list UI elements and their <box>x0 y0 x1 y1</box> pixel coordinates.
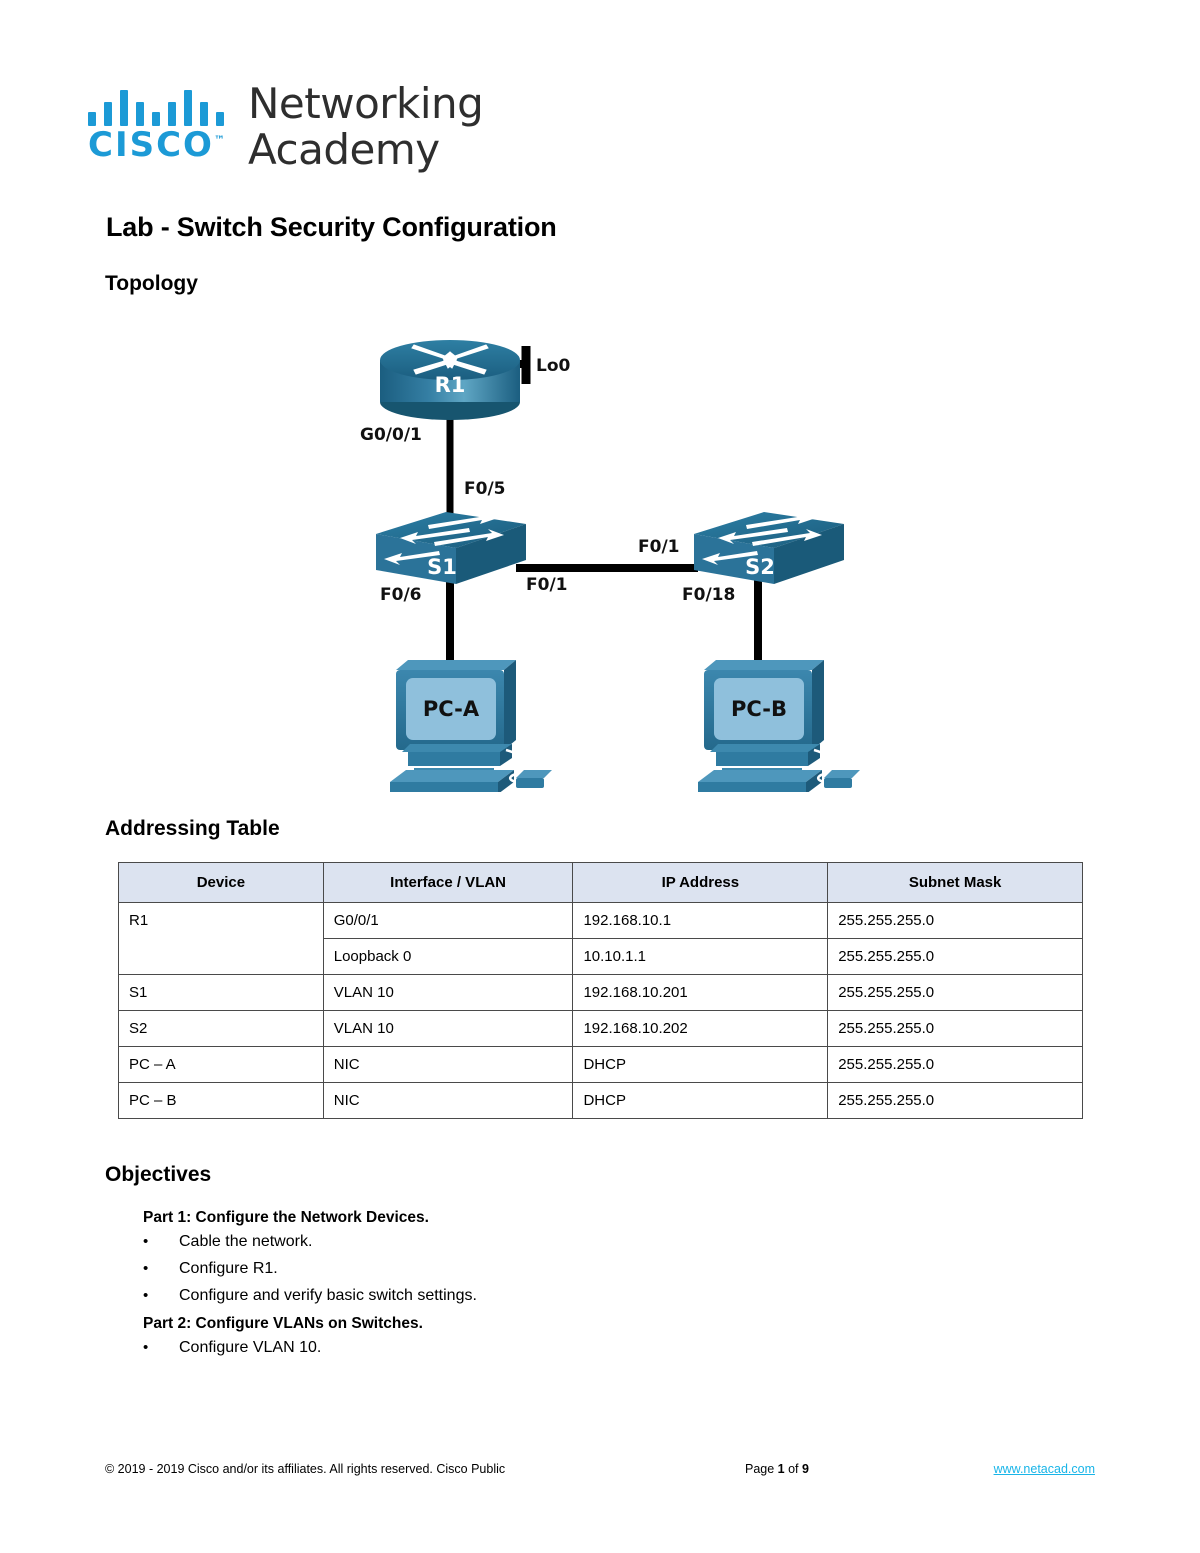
pc-icon-pc-b: PC-B <box>698 660 860 792</box>
bullet-icon: • <box>143 1260 149 1277</box>
page-footer: © 2019 - 2019 Cisco and/or its affiliate… <box>105 1462 1095 1484</box>
list-item-label: Configure VLAN 10. <box>179 1339 322 1356</box>
objectives-heading: Objectives <box>105 1163 212 1186</box>
bullet-icon: • <box>143 1339 149 1356</box>
page-current: 1 <box>777 1462 785 1476</box>
cell-ip: DHCP <box>572 1082 829 1119</box>
link-label-f0-1-s2: F0/1 <box>638 537 679 557</box>
cell-mask: 255.255.255.0 <box>827 1010 1083 1047</box>
cell-interface: VLAN 10 <box>322 974 574 1011</box>
switch-label-s1: S1 <box>427 555 457 579</box>
cell-device: S2 <box>118 1010 324 1047</box>
list-item-label: Cable the network. <box>179 1233 313 1250</box>
cell-device <box>118 938 324 975</box>
addressing-table-heading: Addressing Table <box>105 817 280 840</box>
cell-ip: 192.168.10.1 <box>572 902 829 939</box>
router-label-r1: R1 <box>435 373 466 397</box>
link-label-g0-0-1: G0/0/1 <box>360 425 422 445</box>
cisco-wordmark: CISCO™ <box>88 128 225 162</box>
table-row: PC – B NIC DHCP 255.255.255.0 <box>118 1082 1083 1119</box>
cell-interface: NIC <box>322 1046 574 1083</box>
cell-ip: DHCP <box>572 1046 829 1083</box>
cell-mask: 255.255.255.0 <box>827 902 1083 939</box>
cell-ip: 192.168.10.202 <box>572 1010 829 1047</box>
list-item-label: Configure and verify basic switch settin… <box>179 1287 477 1304</box>
cell-device: R1 <box>118 902 324 939</box>
page-prefix: Page <box>745 1462 778 1476</box>
column-header-device: Device <box>118 862 324 903</box>
topology-diagram: R1 Lo0 G0/0/1 F0/5 S1 F0/6 F0/1 F0/1 <box>330 312 890 792</box>
objectives-part-2-heading: Part 2: Configure VLANs on Switches. <box>143 1315 423 1332</box>
bullet-icon: • <box>143 1233 149 1250</box>
router-icon-r1: R1 <box>380 340 520 420</box>
netacad-link[interactable]: www.netacad.com <box>993 1462 1095 1476</box>
list-item: • Cable the network. <box>143 1233 905 1251</box>
cell-device: PC – B <box>118 1082 324 1119</box>
footer-copyright: © 2019 - 2019 Cisco and/or its affiliate… <box>105 1462 506 1476</box>
topology-heading: Topology <box>105 272 198 295</box>
cell-interface: Loopback 0 <box>322 938 574 975</box>
page-title: Lab - Switch Security Configuration <box>106 212 557 242</box>
logo-networking-text: Networking <box>248 79 484 128</box>
footer-page-number: Page 1 of 9 <box>745 1462 809 1476</box>
objectives-part-1-heading: Part 1: Configure the Network Devices. <box>143 1209 429 1226</box>
cell-mask: 255.255.255.0 <box>827 938 1083 975</box>
table-header-row: Device Interface / VLAN IP Address Subne… <box>118 862 1083 903</box>
cell-mask: 255.255.255.0 <box>827 1046 1083 1083</box>
cell-interface: VLAN 10 <box>322 1010 574 1047</box>
link-label-f0-6: F0/6 <box>380 585 421 605</box>
pc-label-a: PC-A <box>423 697 480 721</box>
switch-icon-s1: S1 <box>376 512 526 584</box>
pc-icon-pc-a: PC-A <box>390 660 552 792</box>
cell-device: PC – A <box>118 1046 324 1083</box>
cell-device: S1 <box>118 974 324 1011</box>
addressing-table: Device Interface / VLAN IP Address Subne… <box>118 862 1083 1119</box>
pc-label-b: PC-B <box>731 697 787 721</box>
link-label-lo0: Lo0 <box>536 356 571 376</box>
switch-label-s2: S2 <box>745 555 775 579</box>
cell-mask: 255.255.255.0 <box>827 1082 1083 1119</box>
cell-ip: 10.10.1.1 <box>572 938 829 975</box>
page-middle: of <box>784 1462 802 1476</box>
column-header-interface: Interface / VLAN <box>322 862 574 903</box>
table-row: S1 VLAN 10 192.168.10.201 255.255.255.0 <box>118 974 1083 1011</box>
table-row: S2 VLAN 10 192.168.10.202 255.255.255.0 <box>118 1010 1083 1047</box>
list-item-label: Configure R1. <box>179 1260 278 1277</box>
list-item: • Configure and verify basic switch sett… <box>143 1287 905 1305</box>
link-label-f0-1-s1: F0/1 <box>526 575 567 595</box>
cisco-bars-icon <box>88 86 228 126</box>
cell-interface: NIC <box>322 1082 574 1119</box>
column-header-mask: Subnet Mask <box>827 862 1083 903</box>
page-total: 9 <box>802 1462 809 1476</box>
bullet-icon: • <box>143 1287 149 1304</box>
logo-academy-text: Academy <box>248 125 440 174</box>
table-row: Loopback 0 10.10.1.1 255.255.255.0 <box>118 938 1083 975</box>
link-label-f0-18: F0/18 <box>682 585 735 605</box>
cell-interface: G0/0/1 <box>322 902 574 939</box>
cisco-networking-academy-logo: CISCO™ Networking Academy <box>88 79 508 182</box>
list-item: • Configure VLAN 10. <box>143 1339 905 1357</box>
cell-mask: 255.255.255.0 <box>827 974 1083 1011</box>
trademark-symbol: ™ <box>213 133 225 147</box>
switch-icon-s2: S2 <box>694 512 844 584</box>
cisco-wordmark-text: CISCO <box>88 125 214 165</box>
column-header-ip: IP Address <box>572 862 829 903</box>
objectives-list: Part 1: Configure the Network Devices. •… <box>105 1205 905 1366</box>
table-row: PC – A NIC DHCP 255.255.255.0 <box>118 1046 1083 1083</box>
cell-ip: 192.168.10.201 <box>572 974 829 1011</box>
link-label-f0-5: F0/5 <box>464 479 505 499</box>
list-item: • Configure R1. <box>143 1260 905 1278</box>
table-row: R1 G0/0/1 192.168.10.1 255.255.255.0 <box>118 902 1083 939</box>
